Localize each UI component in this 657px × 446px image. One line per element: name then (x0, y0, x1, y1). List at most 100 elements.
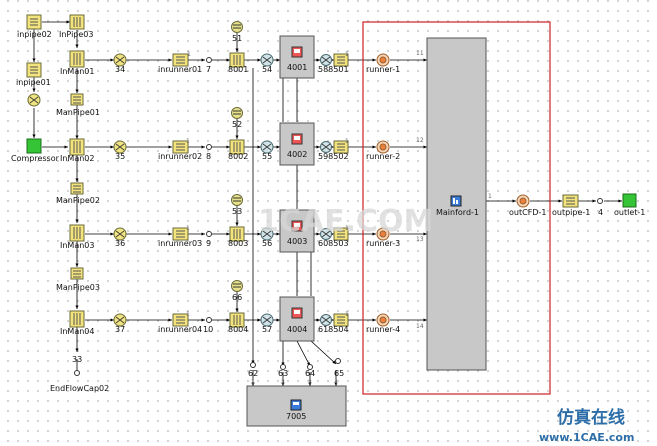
port-bottom-1: 1 (251, 379, 255, 386)
orifice-56[interactable] (260, 227, 274, 241)
runner-4[interactable] (376, 313, 390, 327)
node-4[interactable] (597, 198, 603, 204)
label-node-10: 10 (203, 325, 213, 334)
node-9[interactable] (206, 231, 212, 237)
label-outpipe: outpipe-1 (552, 208, 590, 217)
pipe-inman02[interactable] (69, 138, 85, 156)
port-11: 11 (416, 50, 424, 57)
runner-3[interactable] (376, 227, 390, 241)
valve-35[interactable] (113, 140, 127, 154)
node-33[interactable] (74, 370, 80, 376)
port-bottom-2: 2 (281, 379, 285, 386)
pipe-inrunner03[interactable] (172, 227, 189, 241)
pipe-outpipe[interactable] (562, 194, 579, 208)
injector-66[interactable] (231, 280, 243, 292)
pipe-manpipe03[interactable] (70, 267, 84, 280)
pipe-inman03[interactable] (69, 224, 85, 242)
pipe-608503[interactable] (333, 227, 349, 241)
label-orifice-57: 57 (262, 325, 272, 334)
outlet-icon[interactable] (622, 193, 637, 208)
orifice-row3[interactable] (320, 228, 332, 240)
valve-36[interactable] (113, 227, 127, 241)
port-label-g: 1 (345, 225, 349, 232)
port-label-d: 1 (186, 311, 190, 318)
valve-34[interactable] (113, 53, 127, 67)
injector-53[interactable] (231, 194, 243, 206)
cfd-block-4002[interactable] (279, 122, 315, 166)
label-valve-36: 36 (115, 239, 125, 248)
pipe-618504[interactable] (333, 313, 349, 327)
runner-1[interactable] (376, 53, 390, 67)
pipe-588501[interactable] (333, 53, 349, 67)
label-injector-53: 53 (232, 207, 242, 216)
valve-37[interactable] (113, 313, 127, 327)
pipe-inpipe01[interactable] (26, 62, 42, 78)
pipe-inrunner04[interactable] (172, 313, 189, 327)
node-10[interactable] (206, 317, 212, 323)
cfd-block-4004[interactable] (279, 296, 315, 342)
label-node-7: 7 (206, 65, 211, 74)
label-node-9: 9 (206, 239, 211, 248)
orifice-55[interactable] (260, 140, 274, 154)
pipe-inrunner02[interactable] (172, 140, 189, 154)
label-valve-37: 37 (115, 325, 125, 334)
label-runner-2: runner-2 (366, 152, 400, 161)
pipe-8004[interactable] (229, 312, 245, 328)
pipe-manpipe02[interactable] (70, 182, 84, 195)
node-7[interactable] (206, 57, 212, 63)
pipe-inpipe02[interactable] (26, 14, 42, 30)
pipe-manpipe01[interactable] (70, 93, 84, 106)
injector-51[interactable] (231, 21, 243, 33)
node-65[interactable] (335, 358, 341, 364)
label-outlet: outlet-1 (614, 208, 645, 217)
label-node-65: 65 (334, 369, 344, 378)
label-pipe-8004: 8004 (228, 325, 248, 334)
pipe-inrunner01[interactable] (172, 53, 189, 67)
port-label-out: 1 (488, 193, 492, 200)
label-runner-4: runner-4 (366, 325, 400, 334)
label-pipe-598502: 598502 (318, 152, 349, 161)
label-node-64: 64 (305, 369, 315, 378)
label-node-4: 4 (598, 208, 603, 217)
label-manpipe02: ManPipe02 (56, 196, 100, 205)
compressor-icon[interactable] (26, 138, 42, 154)
pipe-8002[interactable] (229, 139, 245, 155)
label-inpipe02: inpipe02 (17, 30, 52, 39)
pipe-inman01[interactable] (69, 50, 85, 68)
label-node-62: 62 (248, 369, 258, 378)
label-inman04: InMan04 (60, 327, 94, 336)
mainford-block[interactable] (426, 37, 487, 371)
node-62[interactable] (250, 362, 256, 368)
node-63[interactable] (280, 364, 286, 370)
orifice-57[interactable] (260, 313, 274, 327)
orifice-row2[interactable] (320, 141, 332, 153)
node-64[interactable] (307, 364, 313, 370)
valve-inlet[interactable] (27, 93, 41, 107)
label-injector-66: 66 (232, 293, 242, 302)
cfd-block-4003[interactable] (279, 209, 315, 253)
pipe-inpipe03[interactable] (69, 14, 85, 30)
label-injector-52: 52 (232, 120, 242, 129)
cfd-block-7005[interactable] (246, 385, 347, 427)
node-8[interactable] (206, 144, 212, 150)
runner-2[interactable] (376, 140, 390, 154)
label-injector-51: 51 (232, 34, 242, 43)
label-orifice-54: 54 (262, 65, 272, 74)
pipe-8001[interactable] (229, 52, 245, 68)
cfd-block-4001[interactable] (279, 35, 315, 79)
label-valve-35: 35 (115, 152, 125, 161)
port-12: 12 (416, 137, 424, 144)
pipe-8003[interactable] (229, 226, 245, 242)
label-inpipe01: inpipe01 (16, 78, 51, 87)
orifice-54[interactable] (260, 53, 274, 67)
outcfd-connector[interactable] (516, 194, 530, 208)
orifice-row1[interactable] (320, 54, 332, 66)
label-inman02: InMan02 (60, 154, 94, 163)
pipe-598502[interactable] (333, 140, 349, 154)
port-label-e: 1 (345, 51, 349, 58)
label-manpipe01: ManPipe01 (56, 108, 100, 117)
orifice-row4[interactable] (320, 314, 332, 326)
pipe-inman04[interactable] (69, 310, 85, 328)
injector-52[interactable] (231, 107, 243, 119)
